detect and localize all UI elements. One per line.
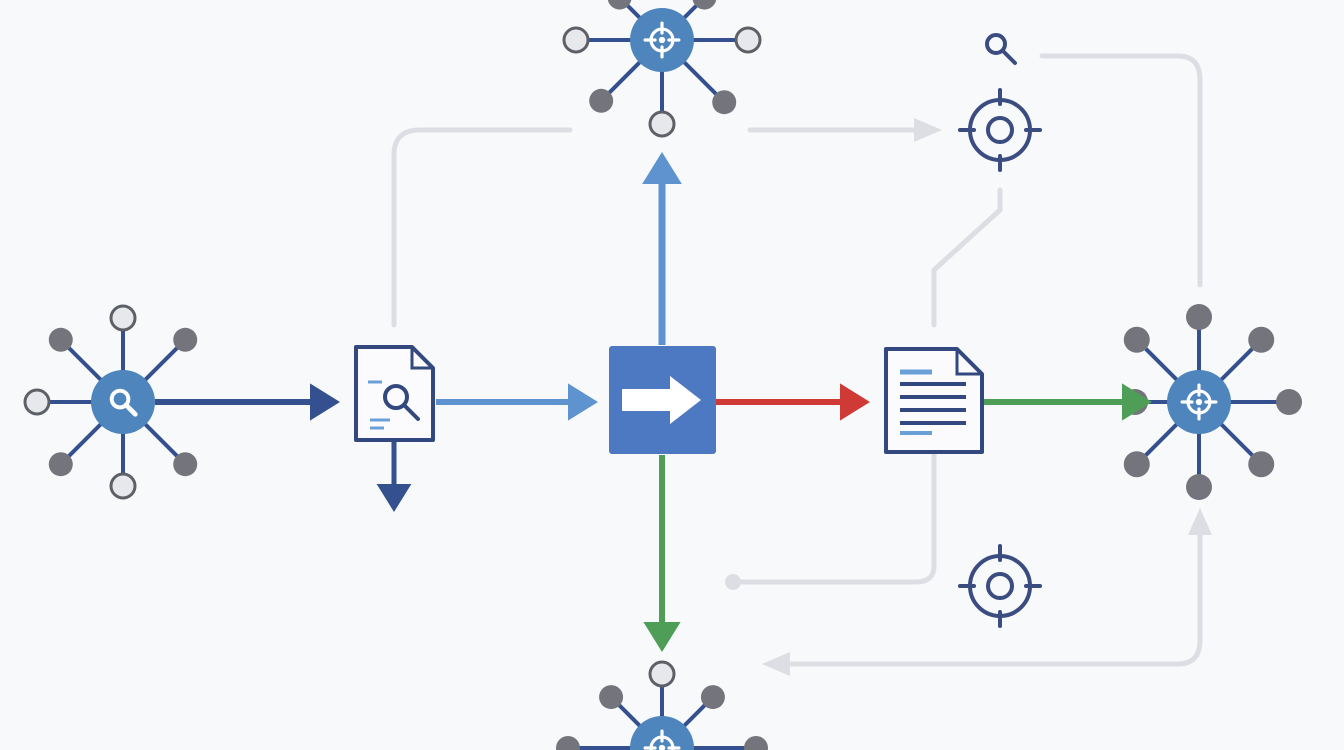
satellite-node [744, 736, 768, 750]
arrow-processor-down [643, 455, 681, 652]
satellite-node [599, 685, 624, 710]
arrow-doc-to-hub [984, 383, 1152, 421]
satellite-node [589, 88, 614, 113]
hub-right [1122, 304, 1302, 500]
faint-arrowhead-right-up [1188, 508, 1212, 535]
satellite-node [109, 304, 137, 332]
satellite-node [1186, 304, 1212, 330]
arrow-doc-to-processor [436, 383, 598, 421]
faint-path-right-loop [1039, 53, 1203, 288]
satellite-node [648, 110, 676, 138]
search-icon [109, 388, 138, 417]
hub-core [91, 370, 155, 434]
document-icon [900, 369, 966, 435]
document-search-icon [383, 384, 420, 421]
arrow-processor-to-doc [716, 383, 870, 421]
satellite-node [48, 452, 73, 477]
search-icon [985, 33, 1017, 65]
hub-left [23, 304, 198, 500]
crosshair-icon [643, 729, 681, 750]
satellite-node [1123, 326, 1150, 353]
faint-arrowhead-bottom [762, 652, 790, 676]
satellite-node [1186, 474, 1212, 500]
arrow-right-icon [622, 376, 701, 424]
document-right [884, 347, 984, 454]
satellite-node [700, 685, 725, 710]
satellite-node [1276, 389, 1302, 415]
target-icon-upper [958, 88, 1042, 172]
satellite-node [562, 26, 590, 54]
satellite-node [1123, 451, 1150, 478]
arrow-hub-to-doc [155, 383, 340, 421]
satellite-node [23, 388, 51, 416]
arrow-doc-down [376, 440, 412, 512]
target-icon-lower [958, 544, 1042, 628]
hub-bottom [556, 660, 768, 750]
satellite-node [712, 90, 737, 115]
faint-path-lower-left [732, 452, 937, 585]
faint-arrowhead-top-right [914, 118, 942, 142]
crosshair-icon [1180, 383, 1218, 421]
faint-path-left-loop [391, 127, 573, 328]
satellite-node [648, 660, 676, 688]
satellite-node [109, 472, 137, 500]
faint-path-bottom-loop [787, 532, 1203, 667]
processor-box [609, 346, 716, 454]
satellite-node [173, 327, 198, 352]
satellite-node [173, 452, 198, 477]
hub-top [562, 0, 762, 138]
satellite-node [48, 327, 73, 352]
document-left [354, 345, 435, 442]
satellite-node [692, 0, 717, 10]
satellite-node [1248, 451, 1275, 478]
faint-dot-lower [725, 574, 741, 590]
satellite-node [607, 0, 632, 10]
crosshair-icon [643, 21, 681, 59]
arrow-processor-up [642, 152, 682, 345]
satellite-node [734, 26, 762, 54]
satellite-node [556, 736, 580, 750]
faint-path-diagonal [931, 187, 1003, 328]
satellite-node [1248, 326, 1275, 353]
